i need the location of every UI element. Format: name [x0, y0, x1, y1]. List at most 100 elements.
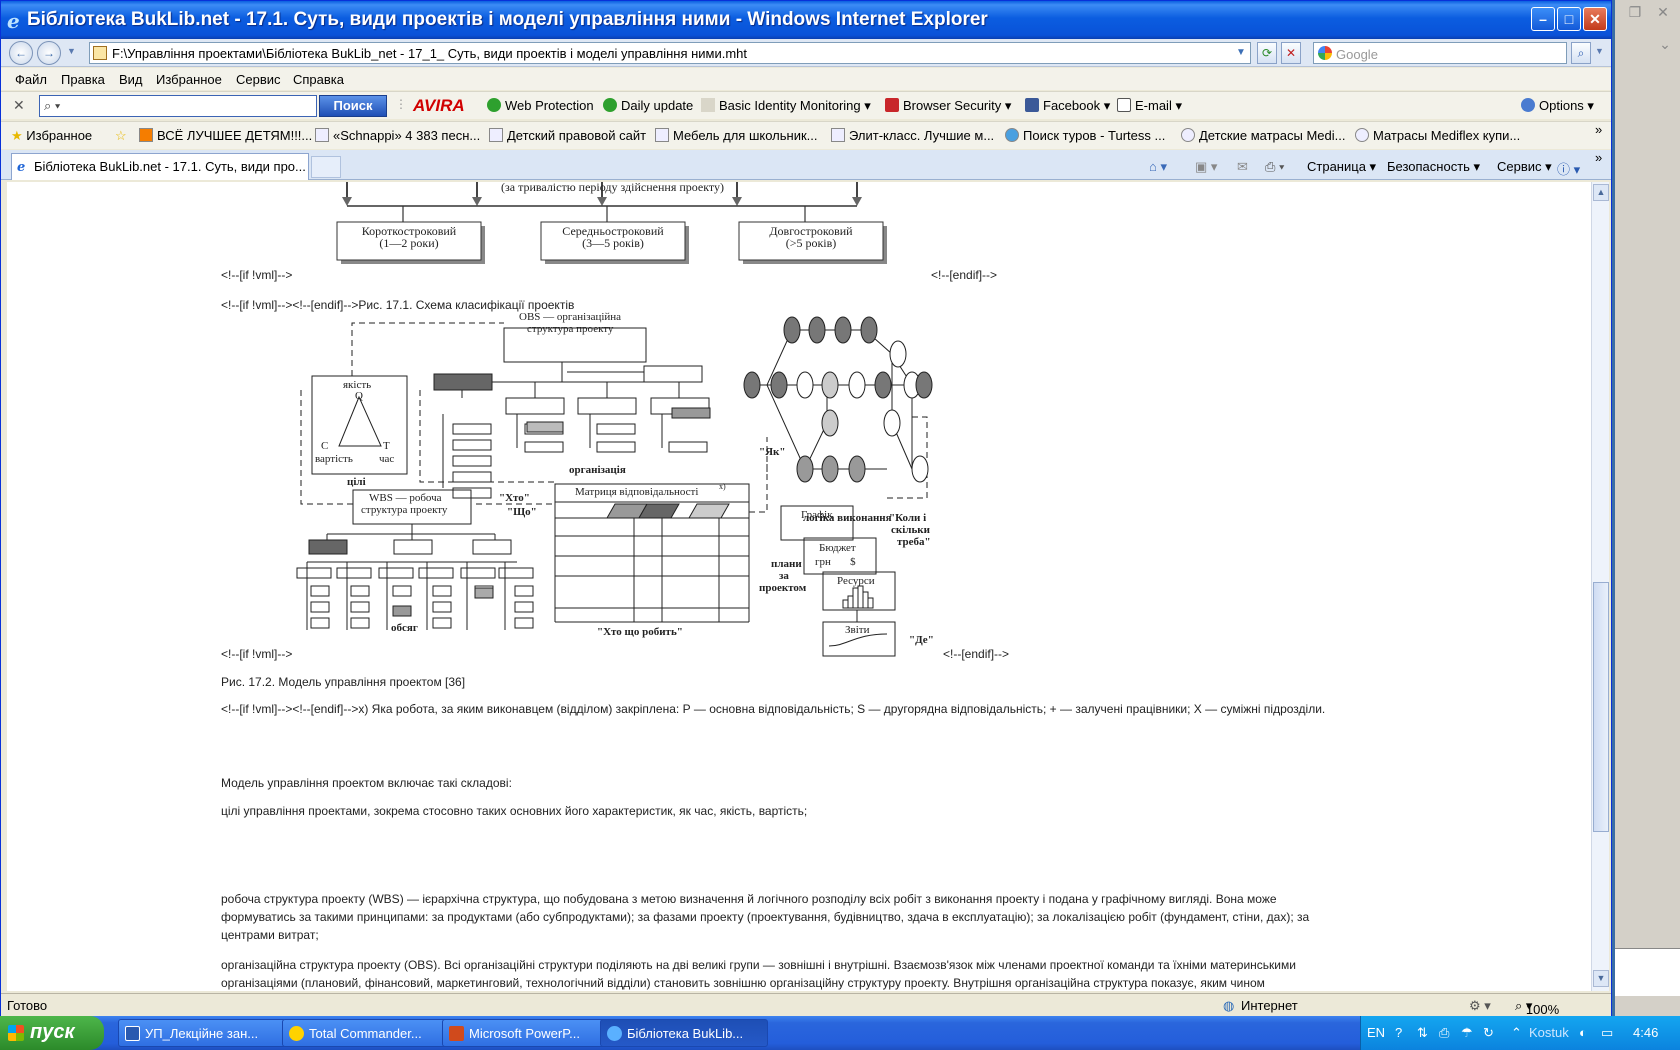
safety-menu-label: Безопасность — [1387, 159, 1470, 174]
network-icon[interactable]: ⇅ — [1417, 1025, 1428, 1040]
tab-active[interactable]: e Бібліотека BukLib.net - 17.1. Суть, ви… — [11, 153, 309, 180]
menu-tools[interactable]: Сервис — [236, 72, 281, 87]
toolbar-close-icon[interactable]: ✕ — [13, 97, 25, 113]
fav-item-label: «Schnappi» 4 383 песн... — [333, 128, 481, 143]
feeds-icon[interactable]: ▣ ▾ — [1195, 159, 1218, 174]
fav-item-6[interactable]: Поиск туров - Turtess ... — [1005, 128, 1165, 143]
scroll-down-arrow[interactable]: ▼ — [1593, 970, 1609, 987]
task-label: Microsoft PowerP... — [469, 1026, 581, 1041]
menu-file[interactable]: Файл — [15, 72, 47, 87]
favorites-bar: ★ Избранное ☆ ВСЁ ЛУЧШЕЕ ДЕТЯМ!!!... «Sc… — [1, 121, 1611, 149]
figure-1-caption: <!--[if !vml]--><!--[endif]-->Рис. 17.1.… — [221, 298, 575, 312]
volume-icon[interactable]: ◐ — [1579, 1025, 1587, 1040]
fav-item-8[interactable]: Матрасы Mediflex купи... — [1355, 128, 1520, 143]
task-label: УП_Лекційне зан... — [145, 1026, 259, 1041]
back-button[interactable]: ← — [9, 41, 33, 65]
clock[interactable]: 4:46 — [1633, 1025, 1659, 1040]
history-dropdown-icon[interactable]: ▼ — [67, 46, 76, 56]
fav-item-5[interactable]: Элит-класс. Лучшие м... — [831, 128, 994, 143]
fav-item-2[interactable]: «Schnappi» 4 383 песн... — [315, 128, 480, 143]
avira-toolbar: ✕ ⌕ ▾ Поиск ⋮ AVIRA Web Protection Daily… — [1, 91, 1611, 119]
task-powerpoint[interactable]: Microsoft PowerP... — [442, 1019, 610, 1047]
organization-caption: організація — [569, 464, 626, 476]
refresh-button[interactable]: ⟳ — [1257, 42, 1277, 64]
forward-button[interactable]: → — [37, 41, 61, 65]
task-ie[interactable]: Бібліотека BukLib... — [600, 1019, 768, 1047]
goal-c-letter: C — [321, 440, 329, 452]
new-tab-button[interactable] — [311, 156, 341, 178]
scroll-thumb[interactable] — [1593, 582, 1609, 832]
search-go-button[interactable]: ⌕ — [1571, 42, 1591, 64]
identity-monitoring-item[interactable]: Basic Identity Monitoring ▾ — [701, 98, 871, 114]
fav-item-label: Детский правовой сайт — [507, 128, 647, 143]
maximize-button[interactable]: □ — [1557, 7, 1581, 31]
more-commands-icon[interactable]: » — [1595, 150, 1603, 165]
web-protection-item[interactable]: Web Protection — [487, 98, 594, 113]
search-input[interactable]: Google — [1313, 42, 1567, 64]
daily-update-item[interactable]: Daily update — [603, 98, 693, 113]
print-icon[interactable]: ⎙ ▾ — [1265, 159, 1285, 174]
who-label: "Хто" — [499, 492, 530, 504]
avira-tray-icon[interactable]: ☂ — [1461, 1025, 1473, 1040]
vertical-scrollbar[interactable]: ▲ ▼ — [1591, 182, 1609, 991]
safety-menu[interactable]: Безопасность ▾ — [1387, 159, 1481, 174]
tools-menu[interactable]: Сервис ▾ — [1497, 159, 1552, 174]
language-indicator[interactable]: EN — [1367, 1025, 1386, 1040]
shield-icon — [885, 98, 899, 112]
page-menu[interactable]: Страница ▾ — [1307, 159, 1377, 174]
title-bar[interactable]: e Бібліотека BukLib.net - 17.1. Суть, ви… — [1, 1, 1611, 39]
help-icon[interactable]: ⓘ ▾ — [1557, 162, 1581, 177]
home-icon[interactable]: ⌂ ▾ — [1149, 159, 1167, 174]
fav-item-4[interactable]: Мебель для школьник... — [655, 128, 817, 143]
menu-favorites[interactable]: Избранное — [156, 72, 222, 87]
stop-button[interactable]: ✕ — [1281, 42, 1301, 64]
avira-logo[interactable]: AVIRA — [413, 96, 465, 115]
zoom-control[interactable]: ⌕ 100% ▾ — [1515, 998, 1560, 1017]
more-favorites-icon[interactable]: » — [1595, 122, 1603, 137]
facebook-item[interactable]: Facebook ▾ — [1025, 98, 1110, 114]
goal-quality-label: якість — [343, 379, 372, 391]
menu-help[interactable]: Справка — [293, 72, 344, 87]
minimize-button[interactable]: – — [1531, 7, 1555, 31]
task-word[interactable]: УП_Лекційне зан... — [118, 1019, 286, 1047]
address-dropdown-icon[interactable]: ▼ — [1236, 47, 1246, 58]
favorites-button[interactable]: ★ Избранное — [11, 128, 92, 144]
browser-security-item[interactable]: Browser Security ▾ — [885, 98, 1011, 114]
help-tray-icon[interactable]: ? — [1395, 1025, 1403, 1040]
avira-search-input[interactable]: ⌕ ▾ — [39, 95, 317, 117]
close-button[interactable]: ✕ — [1583, 7, 1607, 31]
close-icon: ✕ — [1657, 4, 1669, 20]
fig1-box-2-line2: (3—5 років) — [582, 236, 644, 250]
fav-item-7[interactable]: Детские матрасы Medi... — [1181, 128, 1345, 143]
endif-comment-2: <!--[endif]--> — [943, 647, 1010, 661]
page-content: (за тривалістю періоду здійснення проект… — [7, 182, 1591, 991]
options-item[interactable]: Options ▾ — [1521, 98, 1594, 114]
plans-label-2: за — [779, 570, 789, 582]
address-field[interactable]: F:\Управління проектами\Бібліотека BukLi… — [89, 42, 1251, 64]
menu-view[interactable]: Вид — [119, 72, 143, 87]
add-favorite-icon[interactable]: ☆ — [115, 128, 127, 143]
mail-icon[interactable]: ✉ — [1237, 159, 1248, 174]
globe-icon — [1005, 128, 1019, 142]
search-icon: ⌕ ▾ — [44, 98, 61, 113]
fav-item-1[interactable]: ВСЁ ЛУЧШЕЕ ДЕТЯМ!!!... — [139, 128, 312, 143]
menu-edit[interactable]: Правка — [61, 72, 105, 87]
search-options-icon[interactable]: ▼ — [1595, 46, 1604, 56]
obs-label-2: структура проекту — [527, 323, 614, 335]
start-button[interactable]: пуск — [0, 1016, 104, 1050]
scroll-up-arrow[interactable]: ▲ — [1593, 184, 1609, 201]
protected-mode-icon[interactable]: ⚙ ▾ — [1469, 998, 1491, 1013]
monitor-icon[interactable]: ▭ — [1601, 1025, 1614, 1040]
task-total-commander[interactable]: Total Commander... — [282, 1019, 450, 1047]
daily-update-label: Daily update — [621, 98, 694, 113]
word-icon — [125, 1026, 140, 1041]
page-icon — [655, 128, 669, 142]
email-item[interactable]: E-mail ▾ — [1117, 98, 1182, 114]
grip-icon: ⋮ — [395, 97, 407, 111]
printer-tray-icon[interactable]: ⎙ — [1439, 1025, 1450, 1040]
avira-search-button[interactable]: Поиск — [319, 95, 387, 117]
fav-item-3[interactable]: Детский правовой сайт — [489, 128, 646, 143]
endif-comment-1: <!--[endif]--> — [931, 268, 998, 282]
show-hidden-icon[interactable]: ⌃ — [1511, 1025, 1522, 1040]
update-tray-icon[interactable]: ↻ — [1483, 1025, 1494, 1040]
